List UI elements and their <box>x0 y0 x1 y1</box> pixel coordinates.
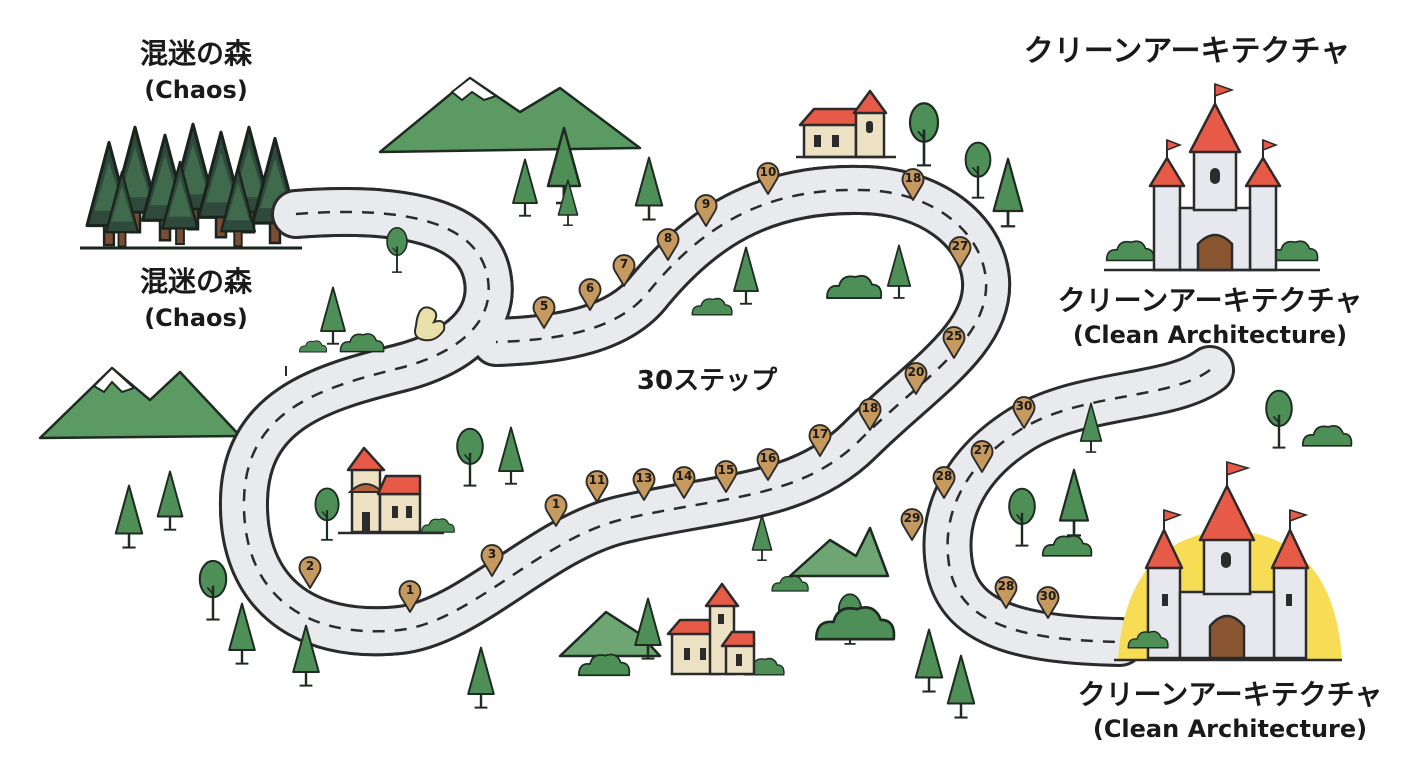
step-marker: 2 <box>298 556 322 589</box>
castle-icon <box>1104 82 1320 272</box>
step-markers: 1098765182725201817161514131113123027282… <box>298 162 1060 619</box>
step-number: 1 <box>406 583 414 597</box>
castle-mid-label: クリーンアーキテクチャ (Clean Architecture) <box>1040 284 1380 352</box>
step-marker: 29 <box>900 508 924 541</box>
step-marker: 30 <box>1036 586 1060 619</box>
step-number: 1 <box>552 497 560 511</box>
step-number: 29 <box>904 511 921 525</box>
castle-top-title: クリーンアーキテクチャ <box>1000 32 1374 72</box>
step-marker: 9 <box>694 194 718 227</box>
step-marker: 15 <box>714 460 738 493</box>
step-number: 17 <box>812 427 829 441</box>
step-marker: 28 <box>932 466 956 499</box>
step-number: 20 <box>908 365 925 379</box>
step-marker: 17 <box>808 424 832 457</box>
step-number: 11 <box>589 473 606 487</box>
chaos-forest <box>80 122 302 250</box>
step-number: 30 <box>1040 589 1057 603</box>
mountain-icon <box>788 526 890 578</box>
step-marker: 1 <box>398 580 422 613</box>
step-marker: 11 <box>585 470 609 503</box>
castle-bottom-en: (Clean Architecture) <box>1092 715 1368 743</box>
step-marker: 13 <box>632 468 656 501</box>
step-marker: 28 <box>994 576 1018 609</box>
church-icon <box>796 89 896 159</box>
step-number: 9 <box>702 197 710 211</box>
step-marker: 14 <box>672 466 696 499</box>
step-marker: 18 <box>901 168 925 201</box>
step-marker: 18 <box>858 398 882 431</box>
step-number: 18 <box>905 171 922 185</box>
step-marker: 8 <box>656 228 680 261</box>
step-marker: 6 <box>578 278 602 311</box>
step-marker: 27 <box>948 236 972 269</box>
step-number: 8 <box>664 231 672 245</box>
step-number: 14 <box>676 469 693 483</box>
forest-top-jp: 混迷の森 <box>139 37 252 70</box>
forest-top-en: (Chaos) <box>144 76 248 104</box>
bird-icon <box>285 306 446 376</box>
step-marker: 10 <box>756 162 780 195</box>
mountain-icon <box>38 366 242 440</box>
step-marker: 25 <box>942 326 966 359</box>
village-bottom <box>666 582 756 676</box>
step-marker: 5 <box>532 296 556 329</box>
step-marker: 27 <box>970 440 994 473</box>
forest-top-label: 混迷の森 (Chaos) <box>96 36 296 108</box>
step-number: 18 <box>862 401 879 415</box>
step-number: 3 <box>488 547 496 561</box>
step-number: 6 <box>586 281 594 295</box>
step-number: 27 <box>952 239 969 253</box>
step-number: 28 <box>936 469 953 483</box>
village-left <box>338 446 444 535</box>
step-marker: 30 <box>1012 396 1036 429</box>
forest-mid-en: (Chaos) <box>144 304 248 332</box>
forest-mid-jp: 混迷の森 <box>139 265 252 298</box>
step-marker: 1 <box>544 494 568 527</box>
mountain-icon <box>378 76 642 154</box>
castle-mid-en: (Clean Architecture) <box>1072 321 1348 349</box>
steps-label: 30ステップ <box>612 364 802 398</box>
step-number: 10 <box>760 165 777 179</box>
castle-bottom-jp: クリーンアーキテクチャ <box>1077 678 1383 711</box>
step-marker: 7 <box>612 254 636 287</box>
step-marker: 16 <box>756 448 780 481</box>
step-number: 2 <box>306 559 314 573</box>
step-number: 7 <box>620 257 628 271</box>
castle-mid-jp: クリーンアーキテクチャ <box>1057 284 1363 317</box>
step-marker: 3 <box>480 544 504 577</box>
step-number: 28 <box>998 579 1015 593</box>
step-number: 25 <box>946 329 963 343</box>
castle-top-title-text: クリーンアーキテクチャ <box>1023 34 1351 69</box>
forest-mid-label: 混迷の森 (Chaos) <box>96 264 296 336</box>
step-number: 15 <box>718 463 735 477</box>
winding-road <box>244 190 1235 667</box>
step-number: 27 <box>974 443 991 457</box>
castle-bottom-label: クリーンアーキテクチャ (Clean Architecture) <box>1060 678 1400 746</box>
castle-icon <box>1114 461 1342 662</box>
step-number: 16 <box>760 451 777 465</box>
step-number: 5 <box>540 299 548 313</box>
step-number: 13 <box>636 471 653 485</box>
step-marker: 20 <box>904 362 928 395</box>
steps-label-text: 30ステップ <box>636 366 778 396</box>
step-number: 30 <box>1016 399 1033 413</box>
